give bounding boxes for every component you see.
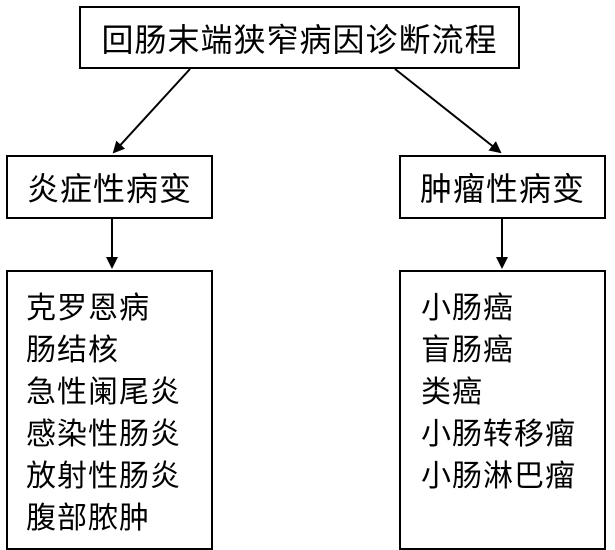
category-box-tumor: 肿瘤性病变	[399, 155, 606, 219]
cause-list-box-tumor: 小肠癌 盲肠癌 类癌 小肠转移瘤 小肠淋巴瘤	[399, 270, 606, 550]
category-box-inflammatory: 炎症性病变	[6, 155, 213, 219]
flowchart-title-box: 回肠末端狭窄病因诊断流程	[79, 6, 520, 69]
cause-list-inflammatory: 克罗恩病 肠结核 急性阑尾炎 感染性肠炎 放射性肠炎 腹部脓肿	[26, 288, 211, 540]
list-item: 盲肠癌	[421, 333, 514, 368]
list-item: 小肠淋巴瘤	[421, 459, 576, 494]
list-item: 类癌	[421, 375, 483, 410]
list-item: 感染性肠炎	[26, 417, 181, 452]
list-item: 小肠癌	[421, 291, 514, 326]
cause-list-box-inflammatory: 克罗恩病 肠结核 急性阑尾炎 感染性肠炎 放射性肠炎 腹部脓肿	[6, 270, 213, 550]
list-item: 急性阑尾炎	[26, 375, 181, 410]
arrow-title-to-tumor	[394, 68, 502, 154]
flowchart-title: 回肠末端狭窄病因诊断流程	[101, 20, 498, 59]
list-item: 小肠转移瘤	[421, 417, 576, 452]
list-item: 肠结核	[26, 333, 119, 368]
list-item: 放射性肠炎	[26, 459, 181, 494]
arrow-title-to-inflammatory	[112, 68, 191, 154]
category-label-inflammatory: 炎症性病变	[26, 170, 192, 208]
category-label-tumor: 肿瘤性病变	[419, 170, 585, 208]
list-item: 腹部脓肿	[26, 501, 150, 536]
cause-list-tumor: 小肠癌 盲肠癌 类癌 小肠转移瘤 小肠淋巴瘤	[421, 288, 604, 498]
list-item: 克罗恩病	[26, 291, 150, 326]
